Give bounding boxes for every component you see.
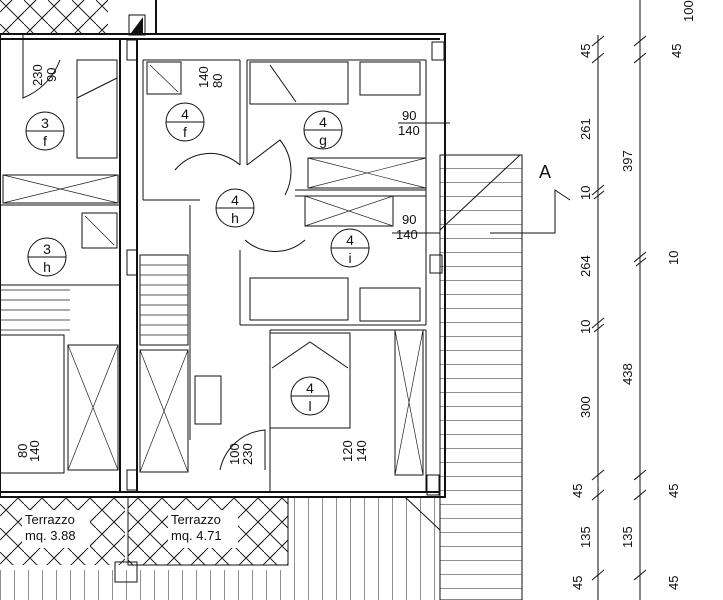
dimension-label: 10 xyxy=(578,186,593,200)
dimension-label: 45 xyxy=(570,576,585,590)
staircase xyxy=(0,254,189,346)
room-floor: 4 xyxy=(231,192,239,208)
dimension-label: 45 xyxy=(578,44,593,58)
drain-icon xyxy=(114,561,138,583)
dimension-label: 100 xyxy=(681,0,696,22)
room-4g: 4 g xyxy=(303,110,343,150)
opening-height: 230 xyxy=(240,443,255,465)
dimension-label: 10 xyxy=(666,251,681,265)
room-floor: 4 xyxy=(306,380,314,396)
opening-width: 100 xyxy=(227,443,242,465)
opening-height: 140 xyxy=(196,66,211,88)
room-floor: 3 xyxy=(41,115,49,131)
room-floor: 4 xyxy=(319,114,327,130)
room-3h: 3 h xyxy=(27,237,67,277)
terrace-area: mq. 3.88 xyxy=(25,528,76,543)
room-id: g xyxy=(319,132,327,148)
room-id: f xyxy=(183,124,187,140)
dimension-chain-inner: 45 261 10 264 10 300 45 135 45 xyxy=(570,35,605,600)
terrace-right: Terrazzo mq. 4.71 xyxy=(168,510,238,548)
shafts xyxy=(114,14,445,583)
dimension-label: 438 xyxy=(620,363,635,385)
terrace-left: Terrazzo mq. 3.88 xyxy=(22,510,90,548)
room-4i: 4 i xyxy=(330,228,370,268)
opening-width: 90 xyxy=(402,108,416,123)
dimension-label: 45 xyxy=(666,576,681,590)
opening-height: 140 xyxy=(27,440,42,462)
opening-width: 90 xyxy=(402,212,416,227)
dimension-label: 261 xyxy=(578,118,593,140)
room-id: h xyxy=(43,259,51,275)
opening-width: 120 xyxy=(340,440,355,462)
room-4l: 4 l xyxy=(290,376,330,416)
opening-width: 80 xyxy=(210,74,225,88)
terrace-label: Terrazzo xyxy=(171,512,221,527)
opening-height: 140 xyxy=(398,123,420,138)
dimension-label: 397 xyxy=(620,150,635,172)
section-label: A xyxy=(539,162,551,182)
dimension-label: 45 xyxy=(570,484,585,498)
opening-height: 230 xyxy=(30,64,45,86)
opening-height: 140 xyxy=(396,227,418,242)
room-4h: 4 h xyxy=(215,188,255,228)
roof-bottom-left xyxy=(0,570,290,600)
dimension-label: 10 xyxy=(578,320,593,334)
room-id: l xyxy=(308,398,311,414)
room-floor: 4 xyxy=(346,232,354,248)
dimension-label: 135 xyxy=(620,526,635,548)
dimension-label: 300 xyxy=(578,396,593,418)
opening-height: 140 xyxy=(354,440,369,462)
dimension-label: 264 xyxy=(578,255,593,277)
dimension-label: 45 xyxy=(666,484,681,498)
furniture xyxy=(0,34,427,476)
opening-width: 80 xyxy=(15,444,30,458)
terrace-label: Terrazzo xyxy=(25,512,75,527)
room-floor: 3 xyxy=(43,241,51,257)
dimension-label: 45 xyxy=(669,44,684,58)
top-terrace-hatch xyxy=(0,0,108,34)
room-labels: 3 f 4 f 4 g 4 h 3 h 4 i 4 l xyxy=(25,102,370,416)
section-marker: A xyxy=(490,162,571,234)
room-id: f xyxy=(43,133,47,149)
terrace-area: mq. 4.71 xyxy=(171,528,222,543)
room-id: h xyxy=(231,210,239,226)
room-id: i xyxy=(348,250,351,266)
dimension-chain-outer: 100 45 397 10 438 45 135 45 xyxy=(620,0,696,600)
room-floor: 4 xyxy=(181,106,189,122)
opening-dimensions: 90 230 80 140 90 140 90 140 80 140 100 2… xyxy=(15,64,450,465)
room-3f: 3 f xyxy=(25,111,65,151)
opening-width: 90 xyxy=(44,68,59,82)
dimension-label: 135 xyxy=(578,526,593,548)
room-4f: 4 f xyxy=(165,102,205,142)
roof-bottom xyxy=(290,497,440,600)
roof-right xyxy=(440,155,522,600)
